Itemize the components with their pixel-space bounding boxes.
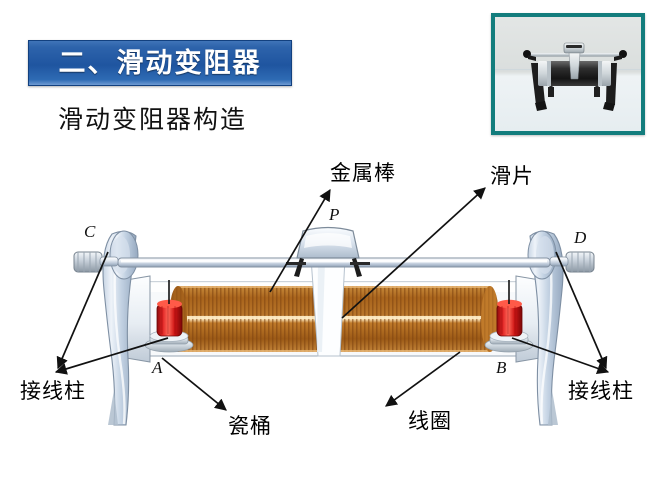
point-label-p: P bbox=[329, 205, 340, 224]
leader-slider bbox=[341, 187, 486, 319]
ceramic-tube-body bbox=[127, 281, 533, 357]
rheostat-photo-image bbox=[495, 17, 641, 131]
coil-windings bbox=[169, 286, 499, 352]
right-end-plate bbox=[515, 275, 541, 363]
terminal-knob-d bbox=[549, 251, 595, 273]
leader-metal-rod bbox=[269, 188, 331, 293]
label-metal-rod: 金属棒 bbox=[330, 161, 396, 185]
binding-post-right bbox=[484, 280, 534, 353]
right-leg-disc bbox=[527, 230, 557, 280]
leader-post-left-a bbox=[56, 251, 109, 370]
right-support-leg bbox=[529, 230, 564, 426]
section-title-banner: 二、滑动变阻器 bbox=[28, 40, 292, 86]
point-label-a: A bbox=[152, 358, 163, 377]
point-label-b: B bbox=[496, 358, 507, 377]
left-leg-disc bbox=[109, 230, 139, 280]
section-title-text: 二、滑动变阻器 bbox=[58, 47, 262, 79]
rheostat-photo-frame bbox=[491, 13, 645, 135]
terminal-knob-c bbox=[73, 251, 119, 273]
left-support-leg bbox=[102, 230, 137, 426]
point-label-d: D bbox=[574, 228, 587, 247]
label-binding-post-right: 接线柱 bbox=[568, 379, 634, 403]
leader-post-right-a bbox=[555, 251, 608, 370]
leader-post-right-b bbox=[511, 337, 610, 375]
label-ceramic-tube: 瓷桶 bbox=[228, 414, 272, 438]
leader-coil bbox=[385, 351, 461, 407]
slider-cap bbox=[286, 226, 370, 277]
point-label-c: C bbox=[84, 222, 96, 241]
slider-blade bbox=[310, 257, 346, 357]
subtitle-text: 滑动变阻器构造 bbox=[58, 105, 248, 134]
left-end-plate bbox=[125, 275, 151, 363]
label-coil: 线圈 bbox=[408, 409, 452, 433]
rheostat-photo-svg bbox=[495, 17, 641, 131]
metal-rod bbox=[117, 257, 551, 268]
leader-ceramic-tube bbox=[161, 357, 227, 411]
binding-post-left bbox=[144, 280, 194, 353]
label-binding-post-left: 接线柱 bbox=[20, 379, 86, 403]
label-slider: 滑片 bbox=[490, 164, 534, 188]
